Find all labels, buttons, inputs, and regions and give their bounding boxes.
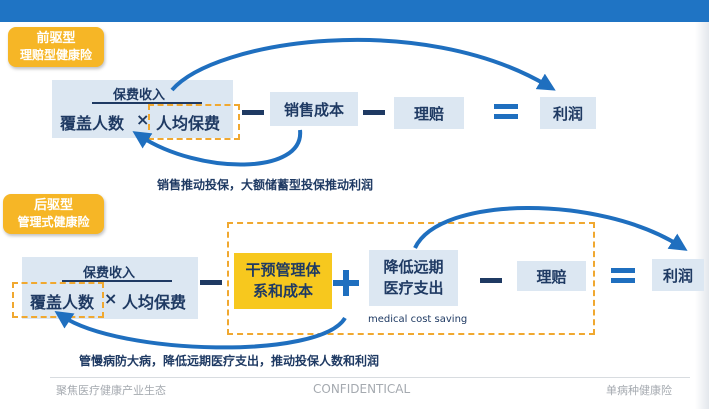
equals-sign-top-upper bbox=[494, 104, 518, 109]
avg-premium-label-bottom: 人均保费 bbox=[122, 293, 187, 312]
revenue-label-top: 保费收入 bbox=[113, 88, 166, 103]
intervention-cost-box: 干预管理体 系和成本 bbox=[234, 253, 332, 309]
footer-center: CONFIDENTICAL bbox=[313, 382, 411, 396]
footer-divider bbox=[50, 377, 690, 378]
footer-right: 单病种健康险 bbox=[606, 384, 672, 397]
minus-sign-2-top bbox=[363, 110, 385, 115]
claims-box-bottom: 理赔 bbox=[517, 261, 586, 291]
sales-cost-box: 销售成本 bbox=[270, 92, 358, 126]
times-sign-top: × bbox=[136, 110, 150, 129]
tag-front-title: 前驱型 bbox=[36, 31, 76, 46]
minus-sign-1-bottom bbox=[200, 280, 222, 285]
footer-left: 聚焦医疗健康产业生态 bbox=[56, 384, 166, 397]
revenue-label-bottom: 保费收入 bbox=[83, 266, 136, 281]
avg-premium-highlight-top bbox=[148, 104, 240, 140]
intervention-line-1: 干预管理体 bbox=[245, 261, 321, 279]
caption-top: 销售推动投保，大额储蓄型投保推动利润 bbox=[157, 178, 374, 192]
tag-front-subtitle: 理赔型健康险 bbox=[19, 48, 92, 62]
cost-group-highlight bbox=[227, 222, 595, 335]
tag-back-driven: 后驱型 管理式健康险 bbox=[3, 194, 104, 234]
revenue-underline-top bbox=[92, 102, 202, 104]
profit-box-bottom: 利润 bbox=[652, 259, 704, 291]
revenue-underline-bottom bbox=[62, 280, 172, 282]
intervention-line-2: 系和成本 bbox=[252, 282, 313, 300]
tag-back-title: 后驱型 bbox=[33, 198, 73, 213]
reduce-line-2: 医疗支出 bbox=[383, 279, 444, 297]
slide-edge-shadow bbox=[695, 22, 709, 409]
minus-sign-2-bottom bbox=[480, 278, 502, 283]
coverage-highlight-bottom bbox=[12, 282, 104, 318]
equals-sign-bottom-lower bbox=[611, 278, 635, 283]
plus-sign bbox=[333, 270, 359, 296]
times-sign-bottom: × bbox=[104, 289, 118, 308]
revenue-box-bottom bbox=[22, 257, 198, 319]
medical-cost-saving-label: medical cost saving bbox=[368, 314, 468, 325]
caption-bottom: 管慢病防大病，降低远期医疗支出，推动投保人数和利润 bbox=[79, 354, 380, 368]
profit-box-top: 利润 bbox=[540, 97, 596, 129]
coverage-label-bottom: 覆盖人数 bbox=[30, 293, 95, 312]
claims-box-top: 理赔 bbox=[394, 97, 464, 129]
equals-sign-top-lower bbox=[494, 114, 518, 119]
avg-premium-label-top: 人均保费 bbox=[156, 114, 221, 133]
equals-sign-bottom-upper bbox=[611, 268, 635, 273]
tag-back-subtitle: 管理式健康险 bbox=[17, 215, 90, 229]
minus-sign-1-top bbox=[242, 110, 264, 115]
tag-front-driven: 前驱型 理赔型健康险 bbox=[8, 27, 104, 67]
reduce-line-1: 降低远期 bbox=[383, 258, 444, 276]
header-bar bbox=[0, 0, 709, 22]
coverage-label-top: 覆盖人数 bbox=[60, 114, 125, 133]
reduce-medical-cost-box: 降低远期 医疗支出 bbox=[369, 250, 458, 306]
